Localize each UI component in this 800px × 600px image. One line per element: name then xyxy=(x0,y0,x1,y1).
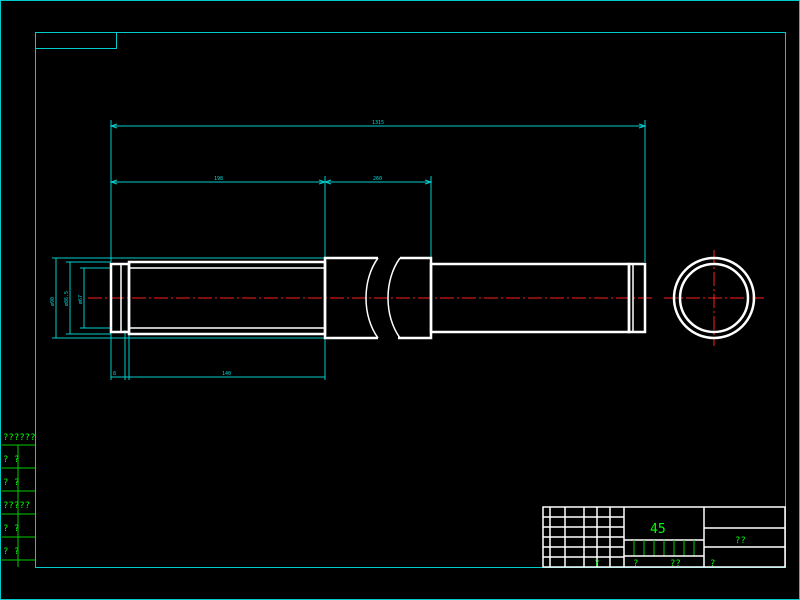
left-table: ?????? ? ? ? ? ????? ? ? ? ? xyxy=(2,433,36,567)
overall-dimension: 1315 xyxy=(109,120,647,262)
inner-frame xyxy=(35,32,786,568)
dia-inner-text: ø67 xyxy=(78,295,84,304)
part-name-text: ?? xyxy=(735,536,746,546)
end-view xyxy=(672,256,756,340)
seg2-dim-text: 260 xyxy=(373,176,382,182)
left-table-row-1: ?????? xyxy=(3,433,36,443)
left-table-row-6: ? ? xyxy=(3,547,19,557)
title-mark-1: ? xyxy=(594,559,599,569)
bottom-small-dim-text: 8 xyxy=(113,371,116,377)
title-block: 45 ?? ? ? ?? ? xyxy=(542,506,786,569)
dia-mid-text: ø86.5 xyxy=(64,291,70,306)
title-mark-3: ?? xyxy=(670,559,681,569)
shaft-body xyxy=(109,256,647,340)
diameter-dimensions: ø90 ø86.5 ø67 xyxy=(50,257,325,339)
title-mark-4: ? xyxy=(710,559,715,569)
left-table-row-2: ? ? xyxy=(3,455,19,465)
segment-dimensions: 198 260 xyxy=(109,176,433,258)
corner-label-box xyxy=(35,32,117,49)
left-table-row-4: ????? xyxy=(3,501,30,511)
material-text: 45 xyxy=(650,522,666,537)
left-table-row-3: ? ? xyxy=(3,478,19,488)
overall-dim-text: 1315 xyxy=(372,120,384,126)
bottom-dim-text: 140 xyxy=(222,371,231,377)
left-table-row-5: ? ? xyxy=(3,524,19,534)
seg1-dim-text: 198 xyxy=(214,176,223,182)
title-mark-2: ? xyxy=(633,559,638,569)
dia-outer-text: ø90 xyxy=(50,297,56,306)
